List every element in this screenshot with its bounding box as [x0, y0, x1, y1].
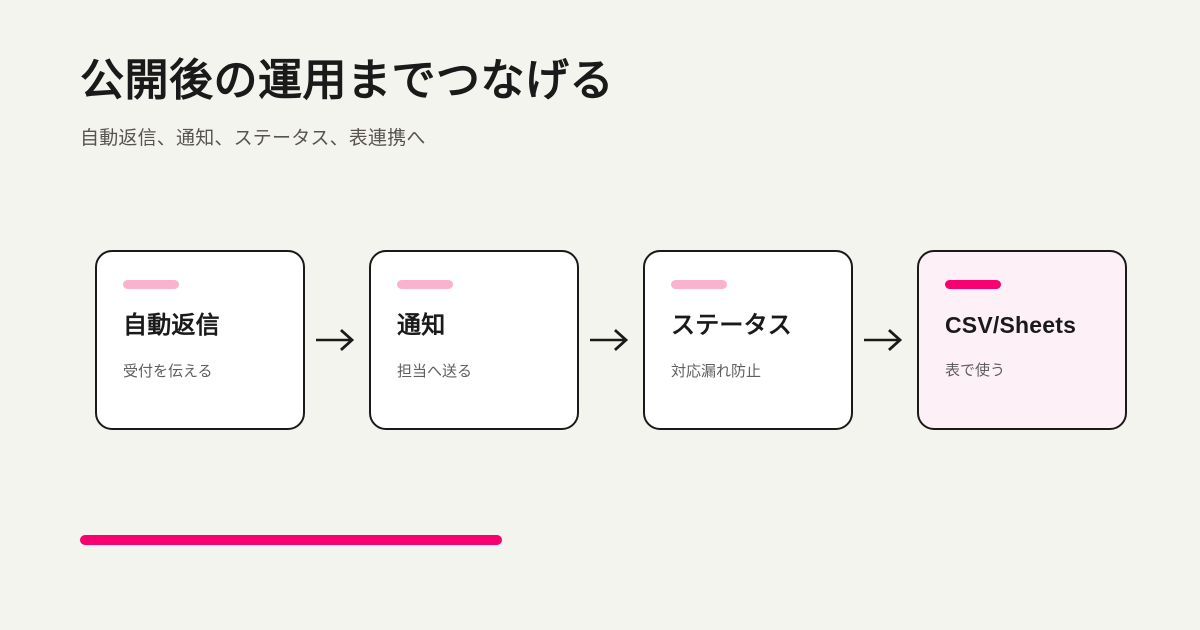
arrow-right-icon [305, 320, 369, 360]
flow-step-card-2: 通知 担当へ送る [369, 250, 579, 430]
accent-bar-icon [671, 280, 727, 289]
accent-bar-icon [123, 280, 179, 289]
slide-header: 公開後の運用までつなげる 自動返信、通知、ステータス、表連携へ [80, 54, 1120, 152]
flow-step-title: CSV/Sheets [945, 312, 1077, 338]
flow-step-description: 担当へ送る [397, 363, 473, 380]
flow-step-title: ステータス [671, 312, 792, 339]
page-title: 公開後の運用までつなげる [80, 56, 614, 105]
flow-step-title: 通知 [397, 312, 446, 339]
flow-step-card-3: ステータス 対応漏れ防止 [643, 250, 853, 430]
flow-diagram: 自動返信 受付を伝える 通知 担当へ送る ステータス 対応漏れ防止 [95, 249, 1131, 431]
arrow-right-icon [853, 320, 917, 360]
flow-step-description: 受付を伝える [123, 363, 213, 380]
flow-step-description: 対応漏れ防止 [671, 363, 762, 380]
flow-step-description: 表で使う [945, 361, 1006, 379]
flow-step-card-1: 自動返信 受付を伝える [95, 250, 305, 430]
page-subtitle: 自動返信、通知、ステータス、表連携へ [80, 127, 426, 149]
flow-step-title: 自動返信 [123, 312, 220, 339]
accent-bar-icon [397, 280, 453, 289]
arrow-right-icon [579, 320, 643, 360]
accent-bar-icon [945, 280, 1001, 289]
flow-step-card-4: CSV/Sheets 表で使う [917, 250, 1127, 430]
footer-accent-rule [80, 535, 502, 545]
